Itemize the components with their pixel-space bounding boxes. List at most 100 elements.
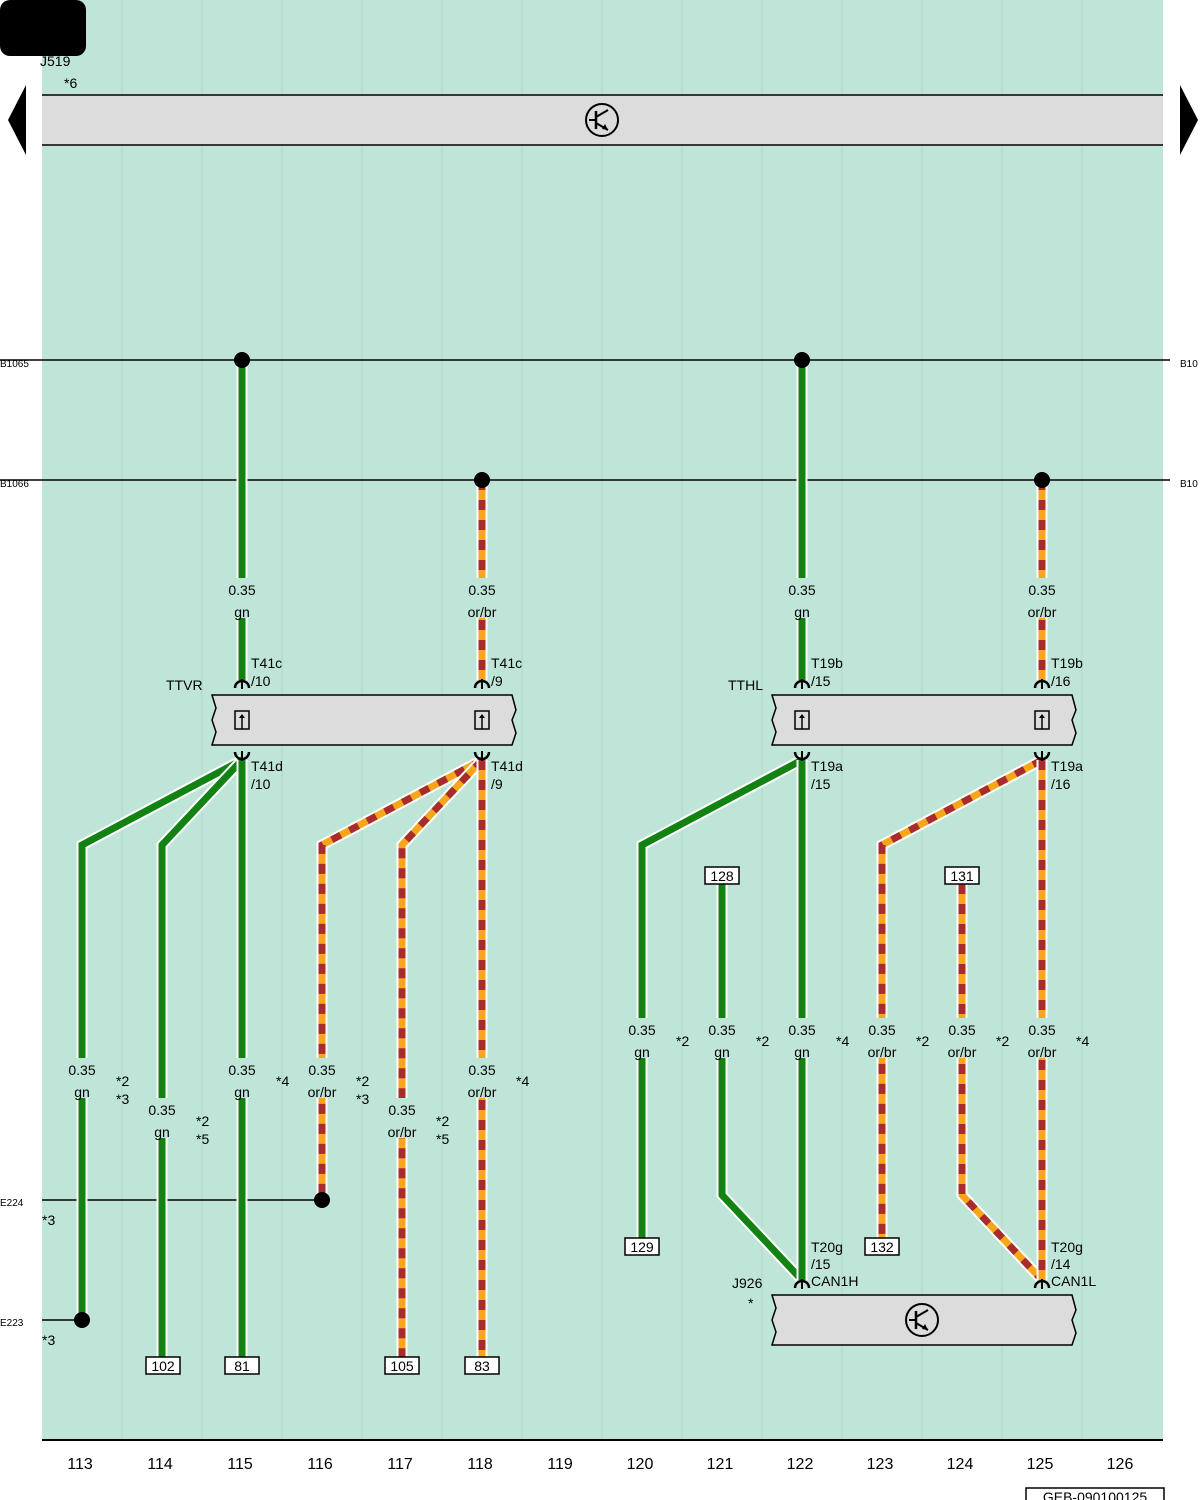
note-e223: *3 [42,1332,55,1348]
ref-box-129[interactable]: 129 [624,1237,660,1256]
ref-label: 102 [151,1358,175,1374]
wire-color-label: gn [154,1124,170,1140]
wire-note-1: *2 [436,1113,449,1129]
bus-label-right-top: B10 [1180,359,1198,370]
column-number: 113 [67,1456,93,1473]
footer-code-box [1025,1487,1165,1500]
column-number: 118 [467,1456,493,1473]
column-number: 119 [547,1456,573,1473]
label-e223: E223 [0,1318,24,1329]
bus-label-b1066: B1066 [0,479,29,490]
component-label-j519: J519 [40,53,71,69]
wire-label-bg [382,1098,422,1138]
module-j519 [42,95,1163,145]
wire-size-label: 0.35 [388,1102,415,1118]
column-number: 122 [787,1456,814,1473]
note-e224: *3 [42,1212,55,1228]
column-number: 116 [307,1456,333,1473]
next-page-arrow-icon[interactable] [1180,85,1198,155]
label-ttvr: TTVR [166,677,203,693]
wire-note-1: *2 [756,1033,769,1049]
pin-label: CAN1H [811,1273,858,1289]
ref-box-132[interactable]: 132 [864,1237,900,1256]
ref-box-128[interactable]: 128 [704,866,740,885]
footer-code: GEB-090100125 [1043,1489,1148,1500]
wire-size-label: 0.35 [468,582,495,598]
pin-label: /16 [1051,673,1071,689]
wire-green [158,757,245,1357]
wire-note-1: *2 [676,1033,689,1049]
pin-label: /15 [811,776,831,792]
wire-size-label: 0.35 [788,582,815,598]
wire-size-label: 0.35 [628,1022,655,1038]
pin-label: T41d [491,758,523,774]
ref-box-83[interactable]: 83 [464,1356,500,1375]
wire-color-label: gn [234,604,250,620]
wire-color-label: or/br [388,1124,417,1140]
wire-label-bg [462,578,502,618]
wire-color-label: gn [794,604,810,620]
wire-stripe [958,884,1043,1281]
wire-color-label: or/br [308,1084,337,1100]
label-e224: E224 [0,1198,24,1209]
column-number: 114 [147,1456,173,1473]
ref-label: 132 [870,1239,894,1255]
ref-box-105[interactable]: 105 [384,1356,420,1375]
column-number: 120 [627,1456,654,1473]
wire-note-1: *2 [196,1113,209,1129]
connector-ttvr [210,694,517,746]
wire-label-bg [302,1058,342,1098]
wire-size-label: 0.35 [308,1062,335,1078]
connector-tthl [770,694,1077,746]
pin-label: /10 [251,776,271,792]
wire-size-label: 0.35 [148,1102,175,1118]
ref-label: 131 [950,868,974,884]
wire-note-2: *3 [356,1091,369,1107]
wire-label-bg [862,1018,902,1058]
wire-green [78,756,244,1320]
wire-size-label: 0.35 [228,1062,255,1078]
pin-label: T20g [811,1239,843,1255]
bus-label-right-bottom: B10 [1180,479,1198,490]
ref-label: 105 [390,1358,414,1374]
pin-label: /14 [1051,1256,1071,1272]
component-note: *6 [64,75,77,91]
junction-dot [314,1192,330,1208]
wire-color-label: or/br [468,604,497,620]
ref-box-102[interactable]: 102 [145,1356,181,1375]
pin-label: /16 [1051,776,1071,792]
bus-label-b1065: B1065 [0,359,29,370]
junction-dot [794,352,810,368]
pin-label: T19a [811,758,843,774]
wire-size-label: 0.35 [68,1062,95,1078]
wire-size-label: 0.35 [788,1022,815,1038]
wire-note-2: *5 [196,1131,209,1147]
wire-green [638,756,804,1238]
pin-label: /15 [811,673,831,689]
wire-label-bg [1022,1018,1062,1058]
wire-color-label: or/br [1028,1044,1057,1060]
wire-note-1: *2 [916,1033,929,1049]
wire-color-label: gn [714,1044,730,1060]
wire-color-label: gn [794,1044,810,1060]
wire-orange-brown [398,757,485,1357]
ref-box-81[interactable]: 81 [224,1356,260,1375]
ref-box-131[interactable]: 131 [944,866,980,885]
wire-label-bg [222,1058,262,1098]
column-number: 125 [1027,1456,1054,1473]
pin-label: T41c [251,655,282,671]
wire-labels: 0.35 gn 0.35 or/br 0.35 gn 0.35 or/br 0.35 gn *2 *3… [62,578,1089,1147]
wire-color-label: or/br [948,1044,977,1060]
ref-label: 128 [710,868,734,884]
note-j926: * [748,1295,754,1311]
wire-size-label: 0.35 [948,1022,975,1038]
wire-color-label: gn [234,1084,250,1100]
wire-color-label: gn [634,1044,650,1060]
wire-size-label: 0.35 [868,1022,895,1038]
label-j926: J926 [732,1275,763,1291]
pin-label: /9 [491,673,503,689]
pin-label: T41c [491,655,522,671]
previous-page-arrow-icon[interactable] [8,85,26,155]
